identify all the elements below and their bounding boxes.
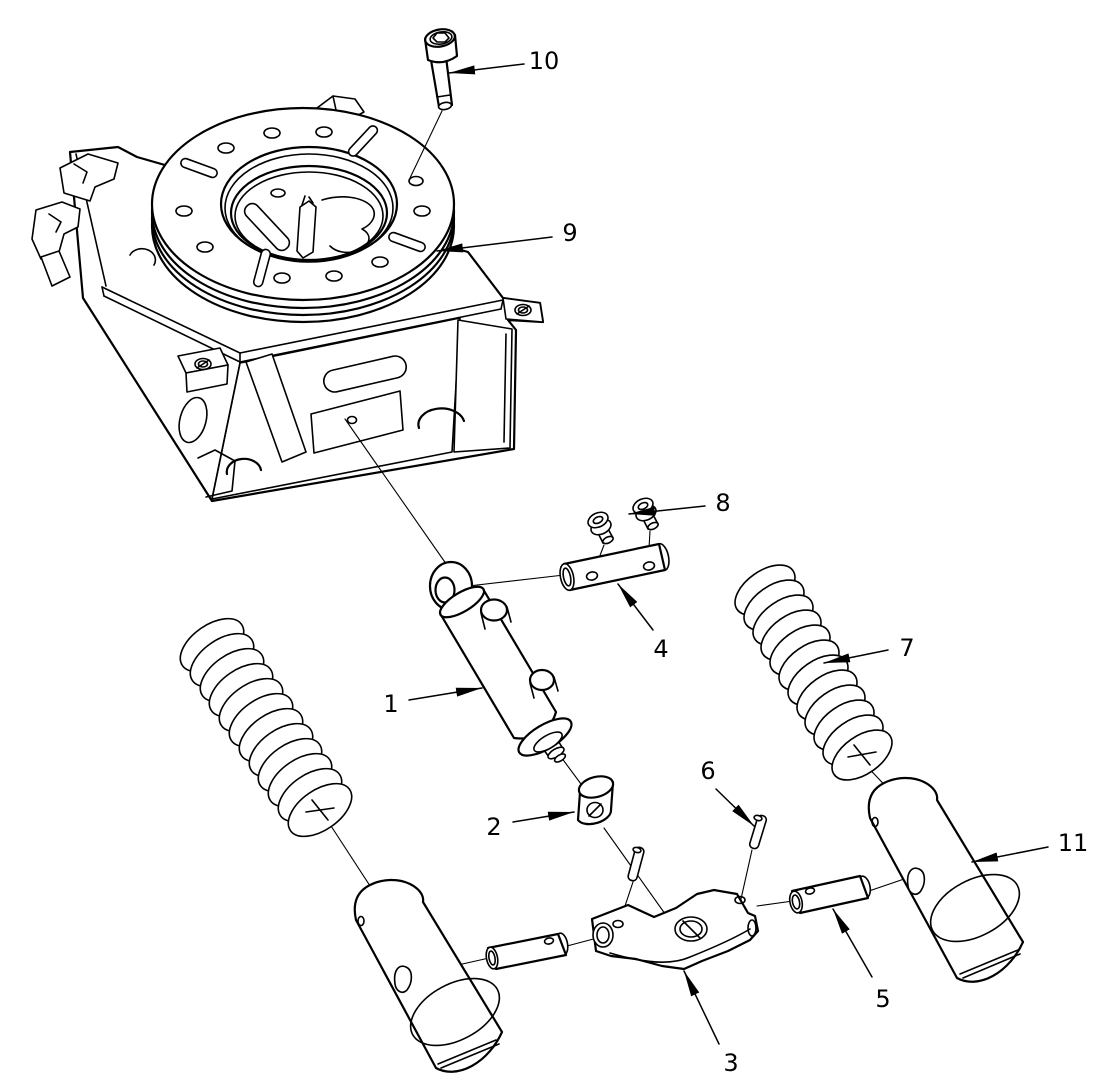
housing-pillar-left — [245, 353, 307, 463]
plunger-left — [353, 878, 504, 1073]
leader-line-6 — [715, 788, 755, 827]
mounting-tab-right — [502, 297, 544, 323]
turntable-ring — [150, 106, 456, 324]
pivot-pin-4 — [559, 542, 670, 592]
housing-opening — [310, 390, 404, 454]
part-label-4: 4 — [653, 635, 668, 663]
part-label-7: 7 — [899, 634, 914, 662]
mounting-tab-left — [177, 347, 229, 393]
plunger-11 — [867, 776, 1025, 983]
spring-7 — [734, 564, 893, 781]
cylinder-boss-upper — [479, 598, 509, 622]
bushing-2 — [576, 775, 615, 826]
part-label-8: 8 — [715, 489, 730, 517]
part-label-11: 11 — [1058, 829, 1089, 857]
cylinder-boss-lower — [528, 668, 556, 692]
leader-line-8 — [628, 505, 706, 516]
cylinder-body — [428, 560, 573, 763]
socket-head-bolt — [423, 28, 459, 111]
ring-bolt-holes — [175, 126, 431, 284]
pin-5 — [788, 874, 872, 915]
leader-line-10 — [448, 63, 525, 75]
housing-slot — [322, 355, 408, 393]
leader-line-3 — [683, 970, 720, 1045]
pin-small-left — [627, 846, 645, 882]
housing-pillar-right — [453, 319, 513, 453]
leader-line-1 — [408, 687, 483, 701]
ring-slots — [180, 125, 426, 288]
callouts: 10 9 8 4 1 2 6 7 11 5 3 — [383, 47, 1088, 1077]
part-label-2: 2 — [486, 813, 501, 841]
screws-8 — [587, 497, 659, 545]
leader-line-2 — [512, 811, 575, 823]
housing-left-jaws — [31, 153, 119, 287]
ring-inner-mechanism — [243, 188, 375, 259]
part-label-1: 1 — [383, 690, 398, 718]
leader-line-9 — [436, 236, 553, 253]
housing-oval-hole — [178, 396, 208, 444]
part-label-10: 10 — [529, 47, 560, 75]
leader-line-11 — [971, 846, 1049, 863]
hex-socket — [432, 32, 450, 43]
part-label-5: 5 — [875, 985, 890, 1013]
part-label-6: 6 — [700, 757, 715, 785]
leader-line-4 — [617, 583, 654, 631]
leader-line-5 — [832, 908, 873, 978]
rocker-bracket-3 — [590, 888, 760, 971]
leader-line-7 — [823, 649, 889, 664]
part-label-9: 9 — [562, 219, 577, 247]
part-label-3: 3 — [723, 1049, 738, 1077]
spring-left — [179, 617, 353, 838]
housing-arch-right — [417, 407, 466, 430]
pin-6 — [748, 814, 768, 850]
pin-left — [485, 932, 569, 971]
housing-arch-left — [225, 457, 263, 476]
